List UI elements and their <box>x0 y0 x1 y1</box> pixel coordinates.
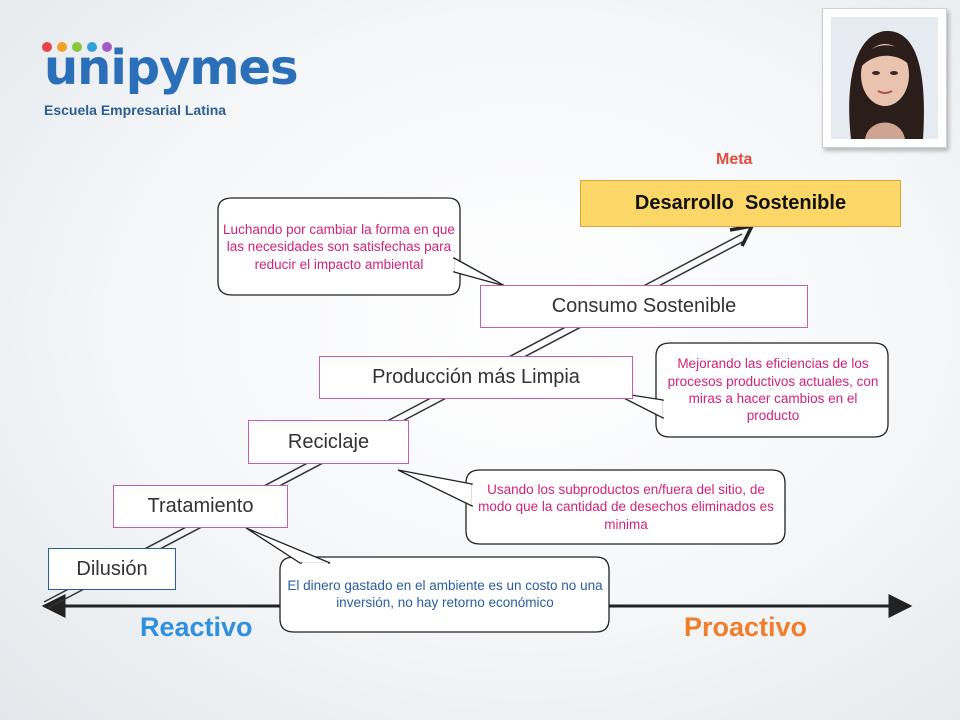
stage-reciclaje: Reciclaje <box>248 420 409 464</box>
goal-label: Meta <box>716 151 753 168</box>
axis-label-proactivo: Proactivo <box>684 612 808 642</box>
callout-consumo-text: Luchando por cambiar la forma en que las… <box>223 222 455 272</box>
callout-consumo-bubble <box>217 197 506 296</box>
stage-consumo: Consumo Sostenible <box>480 285 808 328</box>
callout-produccion-text: Mejorando las eficiencias de los proceso… <box>667 356 879 424</box>
callout-tratamiento-text: El dinero gastado en el ambiente es un c… <box>287 577 603 610</box>
callout-reciclaje-text: Usando los subproductos en/fuera del sit… <box>478 482 774 532</box>
axis-label-reactivo: Reactivo <box>140 612 253 642</box>
stage-tratamiento: Tratamiento <box>113 485 288 528</box>
callout-tratamiento-bubble <box>245 527 610 633</box>
logo-wordmark: unipymes <box>44 40 299 96</box>
stage-desarrollo-sostenible: Desarrollo Sostenible <box>580 180 901 227</box>
stage-dilucion: Dilusión <box>48 548 176 590</box>
portrait-photo <box>822 8 947 148</box>
callout-produccion-bubble <box>611 342 889 438</box>
logo-subtitle: Escuela Empresarial Latina <box>44 102 227 118</box>
logo-dots-icon <box>42 42 112 52</box>
stage-produccion: Producción más Limpia <box>319 356 633 399</box>
callout-reciclaje-bubble <box>397 469 786 545</box>
logo <box>40 40 140 59</box>
portrait-icon <box>831 17 938 139</box>
